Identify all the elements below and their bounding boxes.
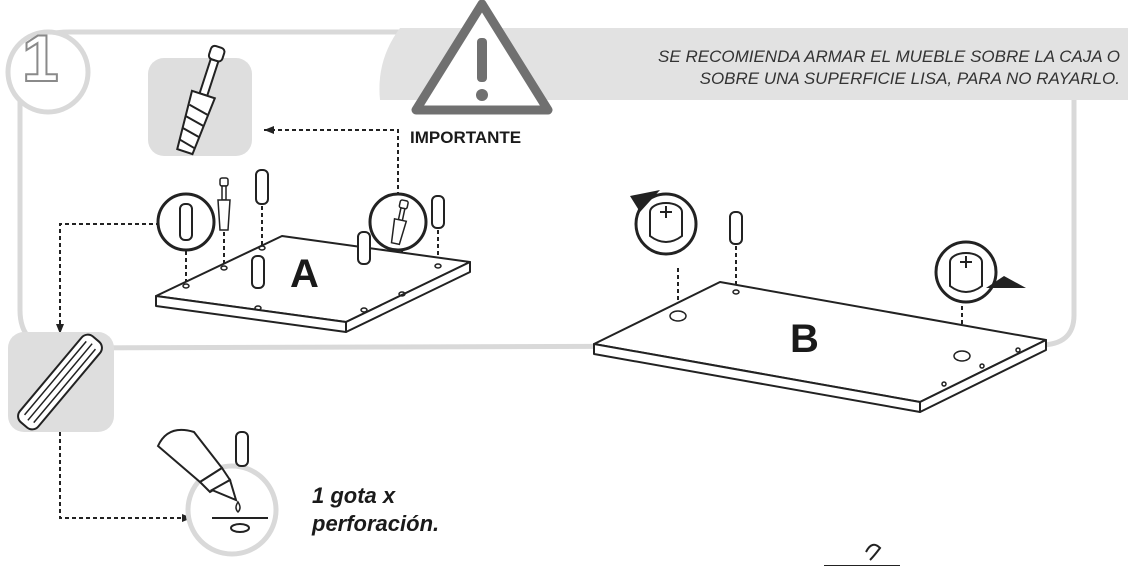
glue-note-line-2: perforación. — [312, 511, 440, 536]
part-a-label: A — [290, 252, 319, 296]
step-number: 1 — [21, 20, 60, 96]
dowel-icon — [729, 211, 743, 245]
panel-a — [155, 235, 471, 333]
panel-b — [593, 281, 1047, 413]
glue-note: 1 gota x perforación. — [312, 482, 439, 538]
part-b-label: B — [790, 317, 819, 361]
cam-lock-icon — [949, 252, 983, 293]
important-label: IMPORTANTE — [410, 128, 522, 147]
rotate-arrow-icon — [986, 276, 1026, 288]
warning-icon — [411, 0, 553, 115]
wood-dowel-icon — [17, 333, 103, 431]
notice-line-2: SOBRE UNA SUPERFICIE LISA, PARA NO RAYAR… — [699, 69, 1120, 88]
notice-text: SE RECOMIENDA ARMAR EL MUEBLE SOBRE LA C… — [520, 46, 1120, 90]
glue-note-line-1: 1 gota x — [312, 483, 396, 508]
glue-drop-icon — [235, 500, 241, 514]
rotate-arrow-icon — [630, 190, 660, 212]
cam-lock-icon — [649, 202, 683, 243]
cam-bolt-icon — [176, 44, 226, 156]
cam-bolt-small-icon — [217, 177, 231, 231]
dowel-icon — [251, 169, 445, 289]
glue-bottle-icon — [156, 428, 238, 502]
step-number-bubble — [5, 29, 91, 115]
notice-line-1: SE RECOMIENDA ARMAR EL MUEBLE SOBRE LA C… — [658, 47, 1120, 66]
notice-banner — [379, 28, 1128, 100]
dowel-icon — [235, 431, 249, 467]
screw-partial-icon — [824, 543, 900, 566]
